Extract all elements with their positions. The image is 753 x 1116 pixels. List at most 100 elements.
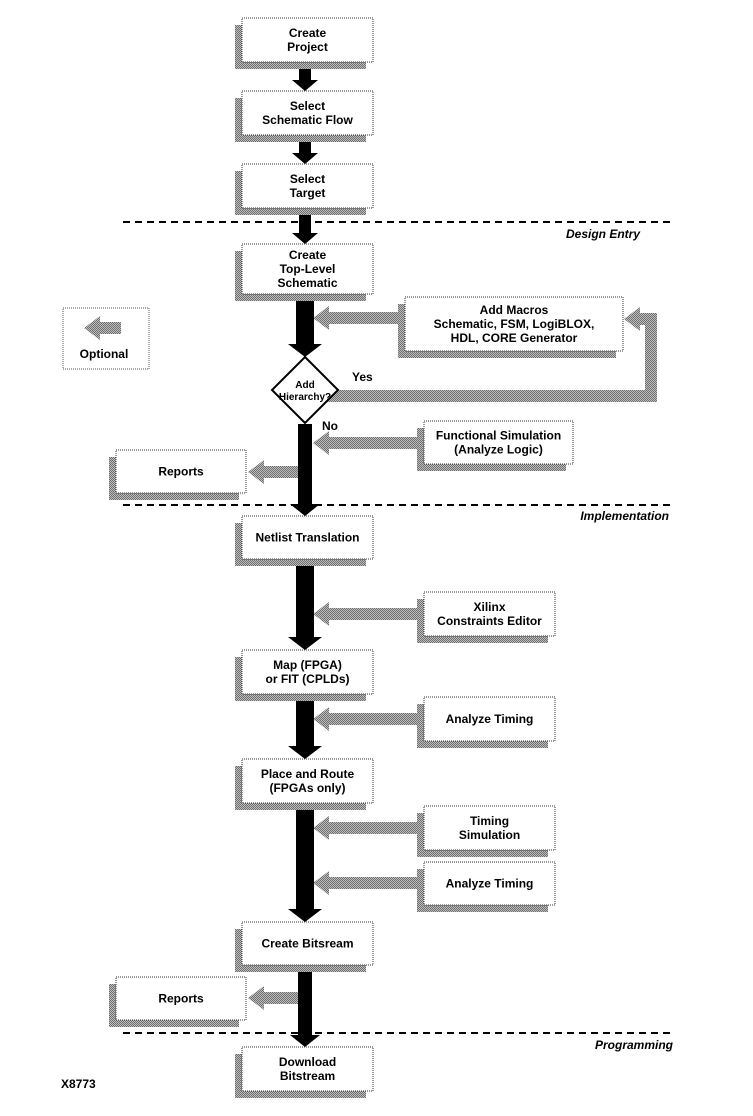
gray-left-arrow-icon <box>84 316 121 340</box>
box-label-line: Reports <box>158 992 204 1006</box>
input-analyze-timing-2: Analyze Timing <box>417 861 556 912</box>
timing-simulation-arrow <box>313 816 424 840</box>
step-netlist-translation: Netlist Translation <box>235 515 374 566</box>
arrow-head <box>313 816 329 840</box>
box-label-line: Create Bitsream <box>261 937 353 951</box>
box-label-line: Reports <box>158 465 204 479</box>
box-frame <box>423 861 556 906</box>
yes-feedback-loop <box>320 307 657 402</box>
reports-2-arrow <box>248 986 299 1010</box>
box-label-line: Analyze Timing <box>446 877 534 891</box>
box-label-line: Create <box>289 248 327 262</box>
arrow-head <box>313 871 329 895</box>
arrow-shaft <box>296 559 314 637</box>
box-label-line: Project <box>287 40 328 54</box>
xilinx-constraints-arrow <box>313 602 424 626</box>
arrow-head <box>313 431 329 455</box>
arrow-shaft <box>329 822 424 834</box>
step-place-and-route: Place and Route(FPGAs only) <box>235 758 374 810</box>
legend-arrow-shaft <box>100 322 121 334</box>
box-frame <box>423 805 556 851</box>
box-label-line: Place and Route <box>261 767 355 781</box>
box-frame <box>423 420 574 465</box>
box-frame <box>241 515 374 560</box>
legend-arrow-head <box>84 316 100 340</box>
arrow-head <box>288 344 322 357</box>
box-frame <box>241 163 374 209</box>
main-flow-arrow <box>288 294 322 357</box>
no-label: No <box>322 419 338 433</box>
figure-id: X8773 <box>61 1077 96 1091</box>
box-frame <box>115 449 247 494</box>
loop-right-segment <box>645 313 657 402</box>
main-flow-arrow <box>288 803 322 922</box>
box-label-line: (FPGAs only) <box>269 781 345 795</box>
box-label-line: Add Macros <box>480 303 549 317</box>
phase-label: Programming <box>595 1038 674 1052</box>
decision-label-line: Add <box>295 380 314 391</box>
box-label-line: Timing <box>470 814 509 828</box>
box-frame <box>423 696 556 742</box>
arrow-head <box>313 602 329 626</box>
arrow-head <box>292 233 318 244</box>
arrow-head <box>292 80 318 91</box>
arrow-shaft <box>296 294 314 344</box>
arrow-shaft <box>296 694 314 746</box>
arrow-head <box>288 637 322 650</box>
arrow-shaft <box>264 992 299 1004</box>
arrow-shaft <box>329 713 424 725</box>
box-label-line: Schematic Flow <box>262 113 353 127</box>
box-label-line: Analyze Timing <box>446 712 534 726</box>
input-functional-simulation: Functional Simulation(Analyze Logic) <box>417 420 574 471</box>
step-map-or-fit: Map (FPGA)or FIT (CPLDs) <box>235 649 374 701</box>
main-flow-arrow <box>290 965 320 1047</box>
arrow-head <box>292 153 318 164</box>
arrow-head <box>288 746 322 759</box>
arrow-head <box>248 460 264 484</box>
analyze-timing-1-arrow <box>313 707 424 731</box>
arrow-head <box>248 986 264 1010</box>
box-label-line: Schematic <box>277 276 337 290</box>
box-frame <box>241 649 374 695</box>
box-frame <box>241 921 374 966</box>
loop-arrow-head <box>624 307 640 331</box>
box-label-line: Bitstream <box>280 1069 335 1083</box>
box-label-line: or FIT (CPLDs) <box>266 672 350 686</box>
functional-simulation-arrow <box>313 431 424 455</box>
box-label-line: (Analyze Logic) <box>454 443 543 457</box>
add-macros-arrow <box>313 306 405 330</box>
phase-label: Implementation <box>580 509 669 523</box>
loop-bottom-segment <box>320 390 657 402</box>
box-label-line: Select <box>290 172 325 186</box>
box-label-line: Schematic, FSM, LogiBLOX, <box>434 317 595 331</box>
box-label-line: Functional Simulation <box>436 429 561 443</box>
box-frame <box>423 591 556 637</box>
arrow-head <box>313 306 329 330</box>
decision-diamond <box>270 355 340 425</box>
main-flow-arrow <box>290 424 320 516</box>
arrow-head <box>313 707 329 731</box>
step-create-bitstream: Create Bitsream <box>235 921 374 972</box>
loop-top-segment <box>640 313 657 325</box>
box-label-line: Constraints Editor <box>437 614 542 628</box>
phase-label: Design Entry <box>566 227 641 241</box>
arrow-shaft <box>329 608 424 620</box>
arrow-head <box>288 909 322 922</box>
box-label-line: Create <box>289 26 327 40</box>
box-label-line: Xilinx <box>473 600 505 614</box>
box-label-line: Map (FPGA) <box>273 658 342 672</box>
box-frame <box>404 296 624 352</box>
yes-label: Yes <box>352 370 373 384</box>
legend: Optional <box>62 307 150 370</box>
arrow-shaft <box>264 466 299 478</box>
arrow-head <box>290 1035 320 1047</box>
box-frame <box>241 1046 374 1092</box>
box-frame <box>241 17 374 63</box>
